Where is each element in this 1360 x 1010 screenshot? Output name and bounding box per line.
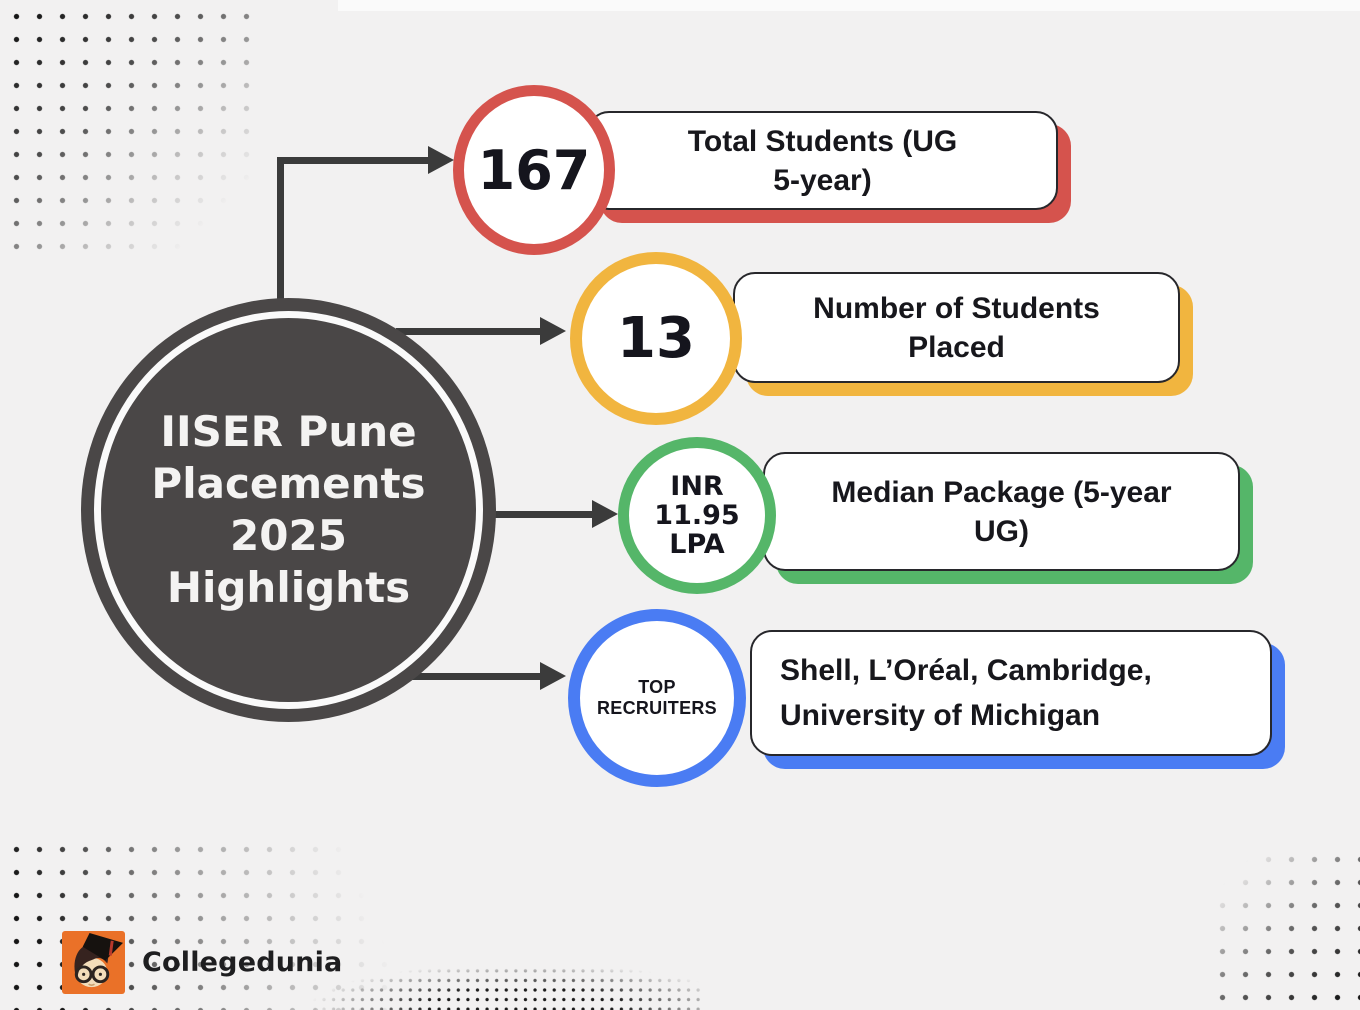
stat-label-box-median-package: Median Package (5-year UG): [763, 452, 1240, 571]
collegedunia-mascot-icon: [74, 932, 124, 988]
arrowhead-icon: [540, 662, 566, 690]
stat-value: 13: [617, 306, 695, 371]
dot-grid-bottom-right: [1206, 843, 1360, 1010]
top-highlight-strip: [338, 0, 1360, 11]
dot-grid-top-left: [0, 0, 252, 262]
stat-label-box-students-placed: Number of Students Placed: [733, 272, 1180, 383]
stat-value: TOP RECRUITERS: [596, 676, 717, 718]
main-title: IISER Pune Placements 2025 Highlights: [151, 406, 426, 613]
arrowhead-icon: [428, 146, 454, 174]
stat-circle-students-placed: 13: [570, 252, 742, 425]
arrowhead-icon: [592, 500, 618, 528]
stat-value: INR 11.95 LPA: [654, 470, 740, 561]
stat-circle-total-students: 167: [453, 85, 615, 255]
brand-name: Collegedunia: [142, 947, 343, 978]
dot-band-under-brand: [298, 964, 702, 1010]
stat-value: 167: [477, 138, 591, 202]
stat-label-box-total-students: Total Students (UG 5-year): [587, 111, 1058, 210]
stat-label-box-top-recruiters: Shell, L’Oréal, Cambridge, University of…: [750, 630, 1272, 756]
connector-arrow-2: [396, 328, 540, 335]
connector-arrow-3: [492, 511, 594, 518]
brand-footer: Collegedunia: [62, 931, 342, 994]
collegedunia-logo: [62, 931, 125, 994]
connector-arrow-1-vertical: [277, 158, 284, 305]
stat-circle-median-package: INR 11.95 LPA: [618, 437, 776, 594]
connector-arrow-4: [400, 673, 542, 680]
connector-arrow-1-horizontal: [277, 157, 432, 164]
main-topic-circle: IISER Pune Placements 2025 Highlights: [81, 298, 496, 722]
arrowhead-icon: [540, 317, 566, 345]
stat-circle-top-recruiters: TOP RECRUITERS: [568, 609, 746, 787]
